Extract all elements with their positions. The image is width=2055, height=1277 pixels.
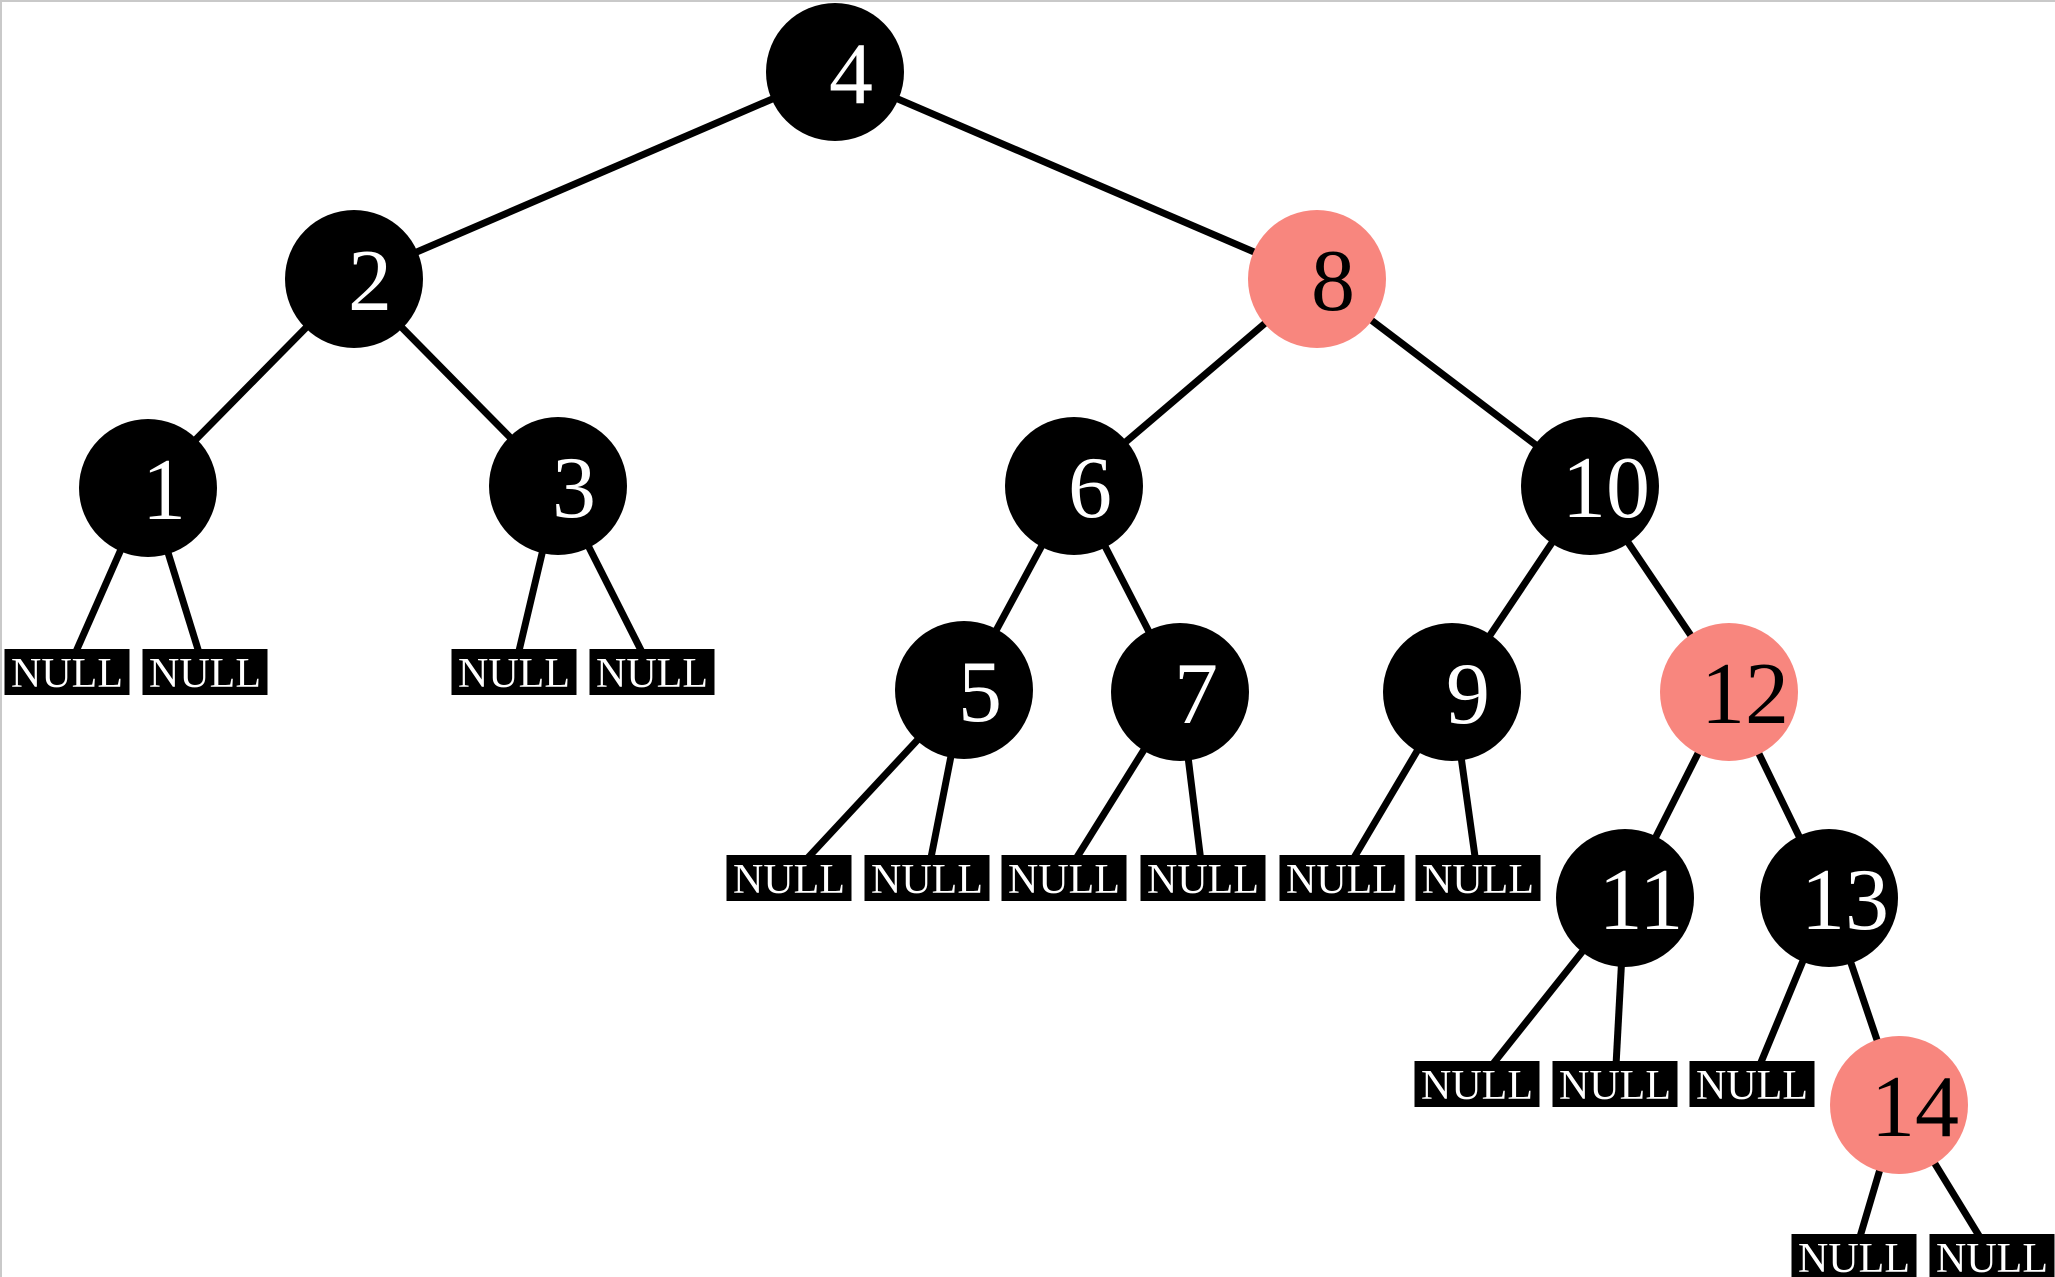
null-leaf-label-n1R: NULL <box>149 651 261 697</box>
null-leaf-label-n13L: NULL <box>1696 1063 1808 1109</box>
null-leaf-label-n14R: NULL <box>1936 1236 2048 1277</box>
null-leaf-label-n9L: NULL <box>1286 857 1398 903</box>
null-leaf-label-n14L: NULL <box>1798 1236 1910 1277</box>
null-leaf-box-n13L <box>1689 1061 1815 1107</box>
null-leaf-label-n5L: NULL <box>733 857 845 903</box>
null-leaf-label-n5R: NULL <box>871 857 983 903</box>
null-leaf-box-n7R <box>1140 855 1266 901</box>
tree-node-label-9: 9 <box>1446 646 1490 743</box>
tree-node-14 <box>1830 1036 1968 1174</box>
null-leaf-box-n9R <box>1415 855 1541 901</box>
tree-node-6 <box>1005 417 1143 555</box>
null-leaf-label-n11R: NULL <box>1559 1063 1671 1109</box>
tree-node-11 <box>1556 829 1694 967</box>
tree-node-3 <box>489 417 627 555</box>
tree-node-label-2: 2 <box>348 233 392 330</box>
null-leaf-box-n1R <box>142 649 268 695</box>
null-leaf-box-n14L <box>1791 1234 1917 1277</box>
null-leaf-box-n5L <box>726 855 852 901</box>
null-leaf-box-n1L <box>4 649 130 695</box>
tree-edge-4-2 <box>352 68 837 283</box>
null-leaf-box-n9L <box>1279 855 1405 901</box>
tree-node-5 <box>895 621 1033 759</box>
null-leaf-label-n3L: NULL <box>458 651 570 697</box>
tree-node-8 <box>1248 210 1386 348</box>
null-leaf-box-n11R <box>1552 1061 1678 1107</box>
tree-node-1 <box>79 419 217 557</box>
tree-node-label-8: 8 <box>1311 233 1355 330</box>
null-leaf-box-n3R <box>589 649 715 695</box>
tree-node-label-1: 1 <box>142 442 186 539</box>
tree-node-7 <box>1111 623 1249 761</box>
null-leaf-box-n14R <box>1929 1234 2055 1277</box>
tree-node-2 <box>285 210 423 348</box>
null-leaf-box-n11L <box>1414 1061 1540 1107</box>
null-leaf-box-n7L <box>1001 855 1127 901</box>
tree-node-label-6: 6 <box>1068 440 1112 537</box>
tree-node-9 <box>1383 623 1521 761</box>
null-leaf-box-n5R <box>864 855 990 901</box>
null-leaf-label-n3R: NULL <box>596 651 708 697</box>
tree-node-label-14: 14 <box>1871 1059 1959 1156</box>
tree-node-label-10: 10 <box>1562 440 1650 537</box>
tree-edge-4-8 <box>833 68 1319 283</box>
tree-node-label-4: 4 <box>829 26 873 123</box>
null-leaf-label-n7R: NULL <box>1147 857 1259 903</box>
tree-node-13 <box>1760 829 1898 967</box>
tree-node-label-3: 3 <box>552 440 596 537</box>
tree-node-label-5: 5 <box>958 644 1002 741</box>
tree-node-label-13: 13 <box>1801 852 1889 949</box>
null-leaf-label-n1L: NULL <box>11 651 123 697</box>
null-leaf-label-n9R: NULL <box>1422 857 1534 903</box>
tree-node-4 <box>766 3 904 141</box>
null-leaf-label-n11L: NULL <box>1421 1063 1533 1109</box>
null-leaf-label-n7L: NULL <box>1008 857 1120 903</box>
tree-node-label-12: 12 <box>1701 646 1789 743</box>
tree-node-10 <box>1521 417 1659 555</box>
null-leaf-box-n3L <box>451 649 577 695</box>
tree-node-12 <box>1660 623 1798 761</box>
tree-node-label-7: 7 <box>1174 646 1218 743</box>
tree-node-label-11: 11 <box>1599 852 1684 949</box>
